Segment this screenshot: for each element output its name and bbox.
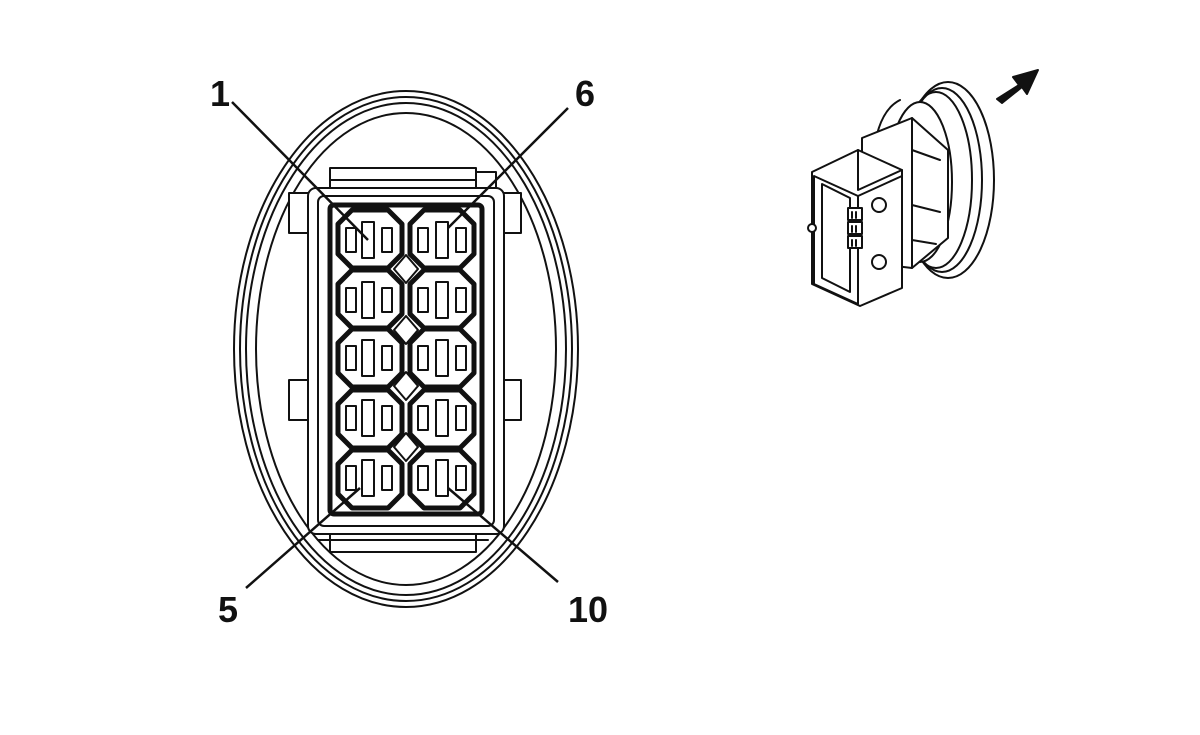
- cavity-pin-3: [335, 326, 405, 390]
- housing-ring-3: [245, 102, 567, 596]
- cavity-pin-10: [407, 447, 477, 511]
- housing-inner-ring: [255, 112, 557, 586]
- pin-label-5: 5: [218, 589, 238, 630]
- pin-label-6: 6: [575, 73, 595, 114]
- connector-face-view: 1 6 5 10: [210, 73, 608, 630]
- pin-label-10: 10: [568, 589, 608, 630]
- cavity-pin-7: [407, 267, 477, 331]
- arrow-icon: [996, 69, 1039, 104]
- leader-line-pin-10: [447, 487, 559, 583]
- cavity-column-left: [335, 207, 405, 511]
- cavity-pin-6: [407, 207, 477, 271]
- cavity-column-right: [407, 207, 477, 511]
- cavity-pin-9: [407, 387, 477, 451]
- cavity-diamonds: [393, 254, 419, 462]
- housing-ring-2: [239, 96, 573, 602]
- cavity-pin-2: [335, 267, 405, 331]
- leader-line-pin-6: [447, 107, 569, 229]
- cavity-pin-4: [335, 387, 405, 451]
- connector-3d-icon: [807, 81, 995, 307]
- leader-line-pin-1: [231, 101, 369, 241]
- pin-label-1: 1: [210, 73, 230, 114]
- housing-outer-ring: [233, 90, 579, 608]
- leader-line-pin-5: [245, 487, 361, 589]
- cavity-pin-8: [407, 326, 477, 390]
